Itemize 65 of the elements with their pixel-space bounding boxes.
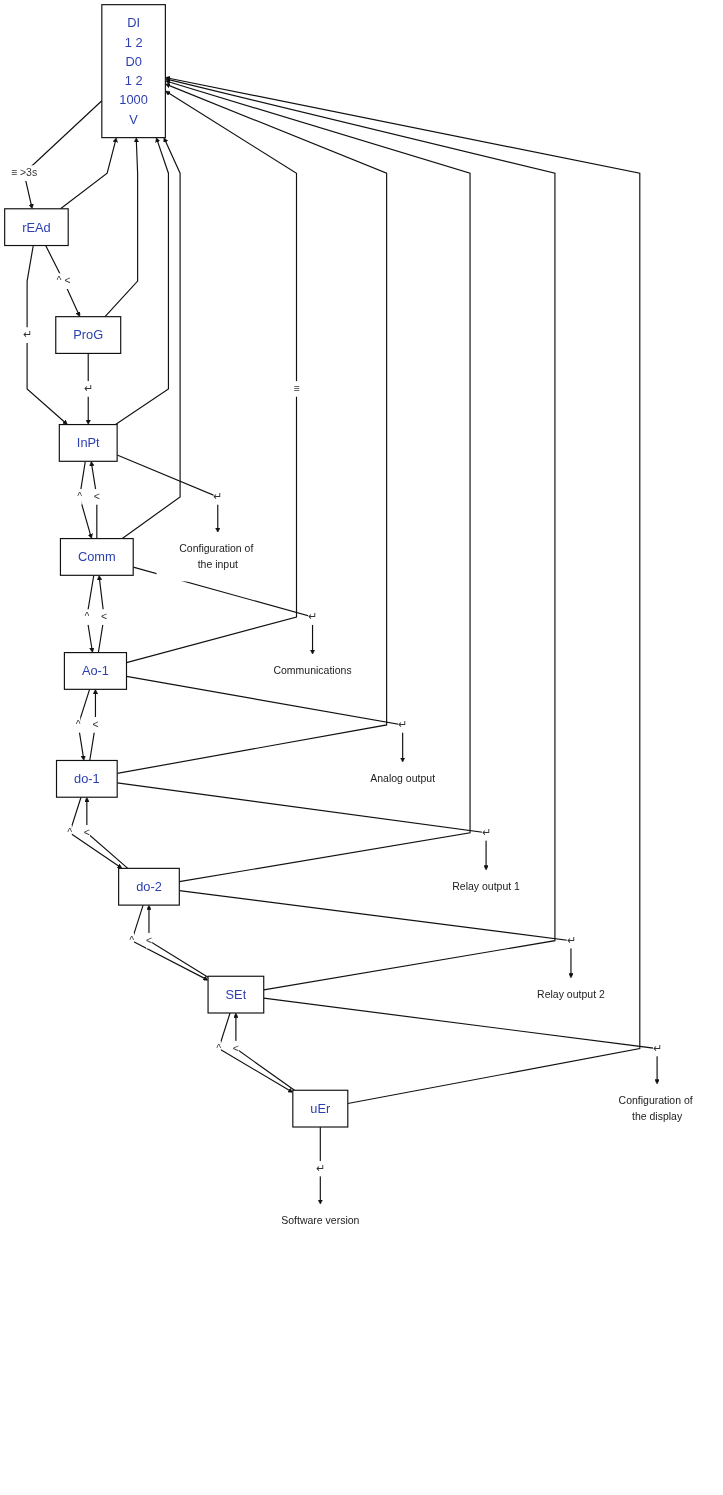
edge-label: ↵	[481, 826, 491, 839]
node-box: Comm	[59, 538, 134, 576]
arrow	[97, 575, 105, 654]
node-text: Relay output 1	[452, 880, 520, 893]
edge-label: ↵	[566, 934, 576, 947]
edge-label: ↵	[398, 718, 408, 731]
edge-label: <	[232, 1042, 239, 1055]
node-box: InPt	[58, 423, 118, 462]
node-box: uEr	[292, 1089, 349, 1128]
arrow	[104, 137, 139, 318]
arrow	[165, 75, 641, 1105]
edge-label: ↵	[213, 490, 223, 503]
arrow	[114, 137, 169, 426]
node-text: Configuration of the display	[618, 1094, 693, 1123]
edge-label: <	[83, 826, 90, 839]
edge-label: ^ <	[56, 274, 71, 287]
edge-label: ↵	[652, 1042, 662, 1055]
node-box: do-1	[55, 759, 118, 798]
edge-label: ^	[77, 490, 83, 503]
edge-label: <	[100, 610, 108, 623]
edge-label: ↵	[308, 610, 317, 623]
arrow	[121, 137, 181, 540]
arrow	[45, 244, 81, 317]
node-text: Analog output	[370, 772, 436, 785]
arrow	[131, 904, 209, 981]
node-box: SEt	[207, 975, 265, 1014]
arrow	[116, 83, 388, 774]
arrow	[146, 904, 209, 978]
arrow	[84, 797, 129, 869]
node-text: Software version	[281, 1214, 360, 1227]
arrow	[79, 460, 93, 539]
edge-label: <	[145, 934, 153, 947]
edge-label: <	[93, 490, 100, 503]
node-box: Ao-1	[63, 652, 128, 690]
edge-label: ^	[129, 934, 135, 947]
edge-label: ≡ >3s	[10, 167, 38, 179]
node-text: Relay output 2	[537, 988, 605, 1001]
arrow	[218, 1012, 294, 1093]
arrow	[59, 137, 118, 210]
arrow	[165, 77, 556, 991]
arrow	[317, 1126, 323, 1205]
node-text: Communications	[273, 664, 352, 677]
arrow	[263, 997, 660, 1085]
arrow	[26, 244, 68, 425]
edge-label: ≡	[293, 382, 300, 395]
node-box: ProG	[55, 316, 122, 354]
arrow	[233, 1012, 296, 1091]
arrow	[85, 352, 91, 425]
arrow	[77, 688, 91, 761]
node-box: DI 1 2 D0 1 2 1000 V	[101, 4, 166, 139]
arrow	[165, 79, 471, 883]
arrow	[68, 796, 123, 869]
edge-label: ↵	[315, 1162, 325, 1175]
edge-label: ^	[216, 1042, 222, 1055]
arrow	[86, 574, 95, 653]
edge-label: ^	[67, 826, 73, 839]
edge-label: ^	[84, 610, 90, 623]
edge-label: ↵	[83, 382, 93, 395]
edge-label: ↵	[22, 328, 32, 341]
edge-label: <	[92, 718, 99, 731]
node-box: rEAd	[4, 208, 69, 247]
edge-label: ^	[75, 718, 81, 731]
arrow	[89, 689, 98, 762]
arrow	[89, 461, 98, 540]
node-box: do-2	[118, 867, 180, 906]
